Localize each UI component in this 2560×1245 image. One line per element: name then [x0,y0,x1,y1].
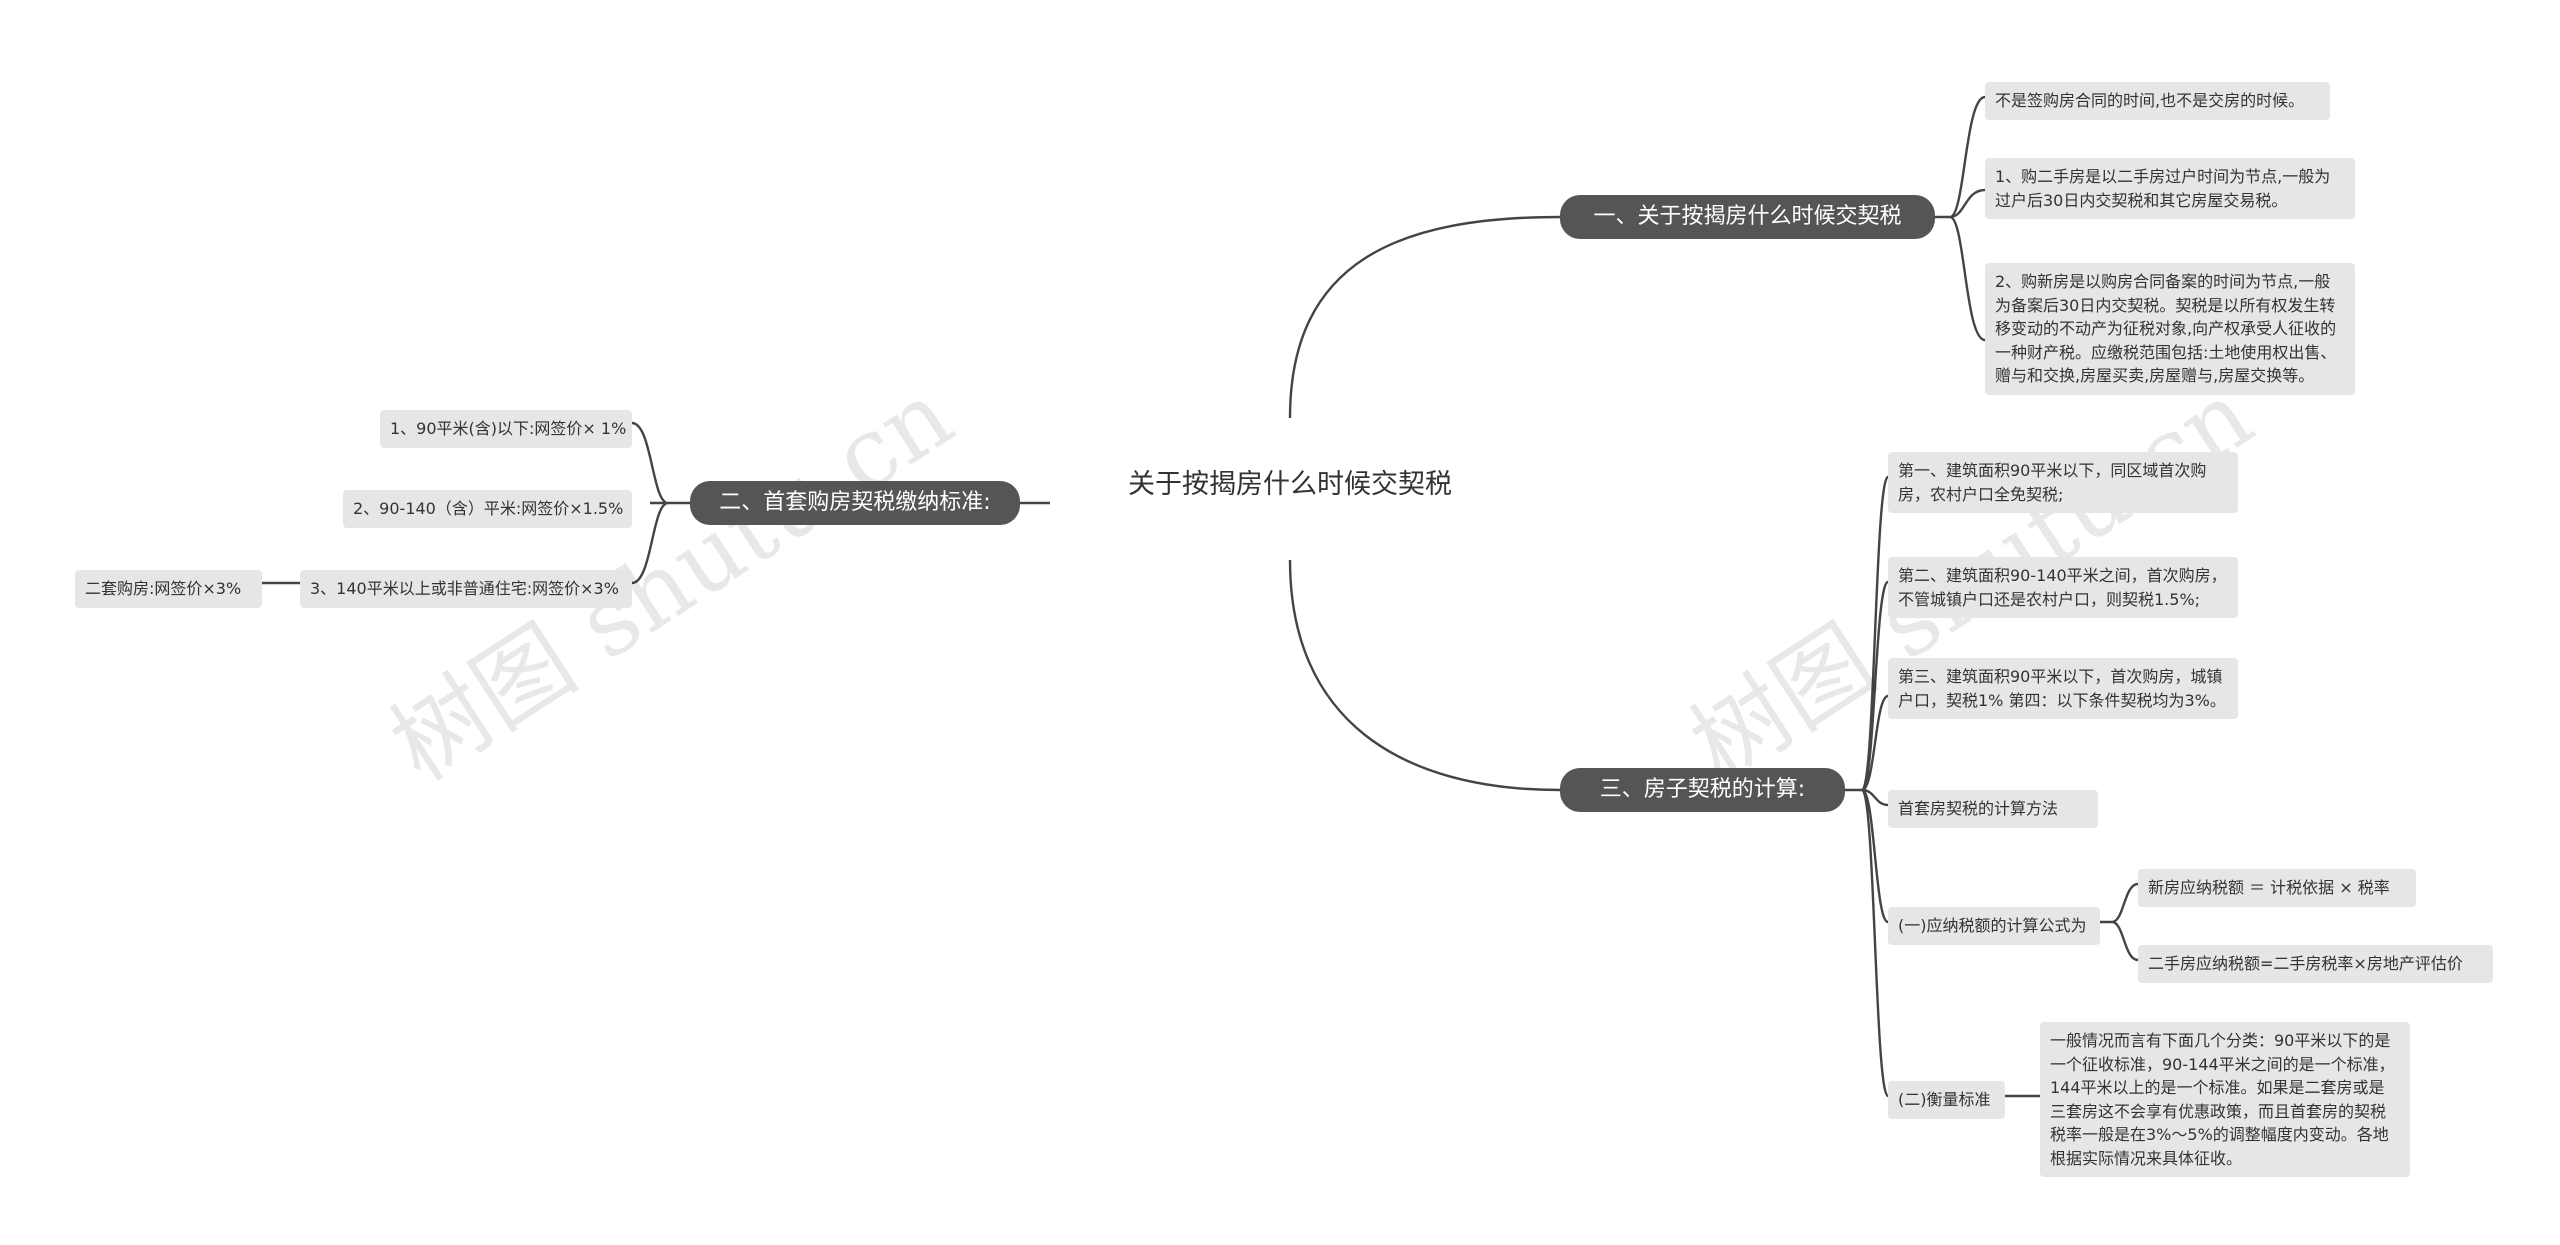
leaf-under-90[interactable]: 1、90平米(含)以下:网签价× 1% [380,410,632,448]
leaf-first-rule[interactable]: 第一、建筑面积90平米以下，同区域首次购房，农村户口全免契税; [1888,452,2238,513]
branch-tax-calculation[interactable]: 三、房子契税的计算: [1560,768,1845,812]
leaf-second-hand-formula[interactable]: 二手房应纳税额=二手房税率×房地产评估价 [2138,945,2493,983]
leaf-new-house[interactable]: 2、购新房是以购房合同备案的时间为节点,一般为备案后30日内交契税。契税是以所有… [1985,263,2355,395]
leaf-90-140[interactable]: 2、90-140（含）平米:网签价×1.5% [343,490,632,528]
leaf-second-hand-house[interactable]: 1、购二手房是以二手房过户时间为节点,一般为过户后30日内交契税和其它房屋交易税… [1985,158,2355,219]
link-root-b1 [1288,215,1561,419]
leaf-not-contract-time[interactable]: 不是签购房合同的时间,也不是交房的时候。 [1985,82,2330,120]
leaf-standard-detail[interactable]: 一般情况而言有下面几个分类：90平米以下的是一个征收标准，90-144平米之间的… [2040,1022,2410,1177]
leaf-second-purchase[interactable]: 二套购房:网签价×3% [75,570,262,608]
leaf-new-house-formula[interactable]: 新房应纳税额 ＝ 计税依据 × 税率 [2138,869,2416,907]
link-root-b3 [1288,559,1561,792]
branch-first-house-standard[interactable]: 二、首套购房契税缴纳标准: [690,481,1020,525]
leaf-over-140[interactable]: 3、140平米以上或非普通住宅:网签价×3% [300,570,632,608]
branch-when-pay-tax[interactable]: 一、关于按揭房什么时候交契税 [1560,195,1935,239]
link-formula-children [2100,882,2139,962]
link-b3-children [1845,475,1890,1098]
leaf-formula[interactable]: (一)应纳税额的计算公式为 [1888,907,2100,945]
link-b1-children [1935,95,1986,342]
leaf-calc-method[interactable]: 首套房契税的计算方法 [1888,790,2098,828]
leaf-standard[interactable]: (二)衡量标准 [1888,1081,2005,1119]
leaf-second-rule[interactable]: 第二、建筑面积90-140平米之间，首次购房，不管城镇户口还是农村户口，则契税1… [1888,557,2238,618]
link-b2-children [631,421,690,585]
leaf-third-rule[interactable]: 第三、建筑面积90平米以下，首次购房，城镇户口，契税1% 第四：以下条件契税均为… [1888,658,2238,719]
root-topic[interactable]: 关于按揭房什么时候交契税 [1110,465,1470,505]
